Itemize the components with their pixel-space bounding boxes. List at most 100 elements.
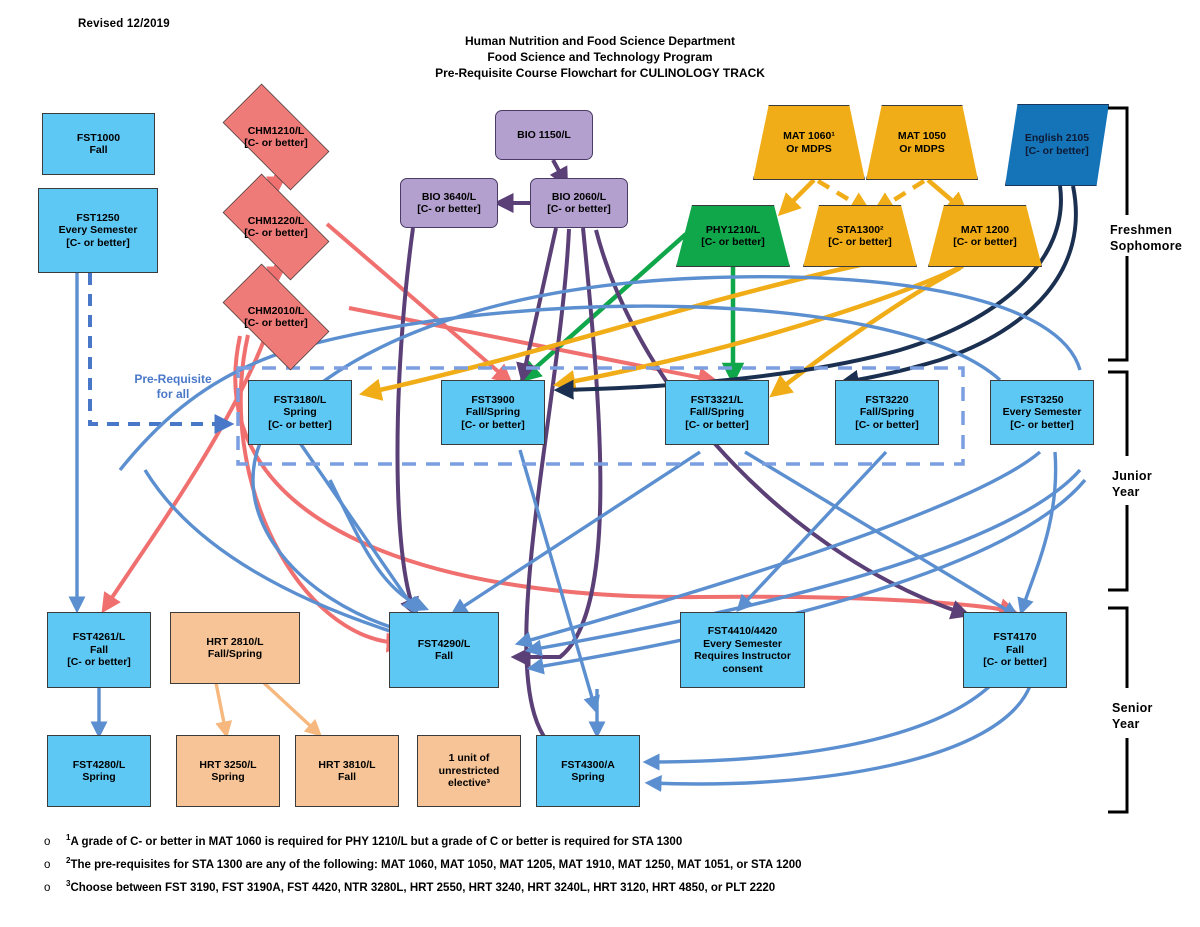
node-bio3640[interactable]: BIO 3640/L [C- or better] (400, 178, 498, 228)
node-fst4410-4420[interactable]: FST4410/4420 Every Semester Requires Ins… (680, 612, 805, 688)
title-line-3: Pre-Requisite Course Flowchart for CULIN… (435, 66, 765, 80)
node-english2105[interactable]: English 2105 [C- or better] (1005, 104, 1109, 186)
footnote-3-superscript: 3 (66, 879, 71, 888)
year-label-junior-line-2: Year (1112, 485, 1140, 499)
node-fst4300-line-1: Spring (571, 771, 605, 783)
node-fst4280-line-0: FST4280/L (72, 758, 126, 771)
node-mat1060-line-0: MAT 1060¹ (783, 130, 835, 142)
node-fst4290-line-0: FST4290/L (417, 637, 471, 650)
prereq-label-line-1: Pre-Requisite (134, 372, 212, 386)
node-chm2010[interactable]: CHM2010/L [C- or better] (208, 263, 344, 371)
node-fst3900[interactable]: FST3900 Fall/Spring [C- or better] (441, 380, 545, 445)
node-fst1250-line-0: FST1250 (76, 211, 120, 224)
node-fst3180[interactable]: FST3180/L Spring [C- or better] (248, 380, 352, 445)
node-fst4261[interactable]: FST4261/L Fall [C- or better] (47, 612, 151, 688)
node-fst3220-line-0: FST3220 (865, 393, 909, 406)
node-hrt3810-line-1: Fall (337, 771, 357, 783)
node-fst4410-line-1: Every Semester (703, 637, 782, 650)
node-chm1210[interactable]: CHM1210/L [C- or better] (208, 83, 344, 191)
node-chm1210-line-1: [C- or better] (244, 137, 308, 149)
node-fst4300[interactable]: FST4300/A Spring (536, 735, 640, 807)
node-fst4261-line-1: Fall (89, 643, 109, 656)
node-fst4290[interactable]: FST4290/L Fall (389, 612, 499, 688)
year-label-freshmen-line-1: Freshmen (1110, 223, 1173, 237)
node-elective-line-0: 1 unit of (448, 752, 490, 765)
node-bio2060[interactable]: BIO 2060/L [C- or better] (530, 178, 628, 228)
year-label-junior: Junior Year (1112, 468, 1152, 500)
node-fst4280-line-1: Spring (82, 771, 116, 783)
node-fst1000[interactable]: FST1000 Fall (42, 113, 155, 175)
node-fst4261-line-2: [C- or better] (67, 656, 131, 669)
node-hrt2810-line-0: HRT 2810/L (206, 635, 264, 648)
footnote-2-superscript: 2 (66, 856, 71, 865)
node-mat1200[interactable]: MAT 1200 [C- or better] (928, 205, 1042, 267)
node-unrestricted-elective[interactable]: 1 unit of unrestricted elective³ (417, 735, 521, 807)
node-chm1220-line-0: CHM1220/L (247, 214, 305, 227)
node-sta1300[interactable]: STA1300² [C- or better] (803, 205, 917, 267)
parallelogram-shape (1005, 104, 1109, 186)
node-fst3321-line-0: FST3321/L (690, 393, 744, 406)
node-fst1000-line-1: Fall (89, 144, 108, 156)
node-mat1050[interactable]: MAT 1050 Or MDPS (866, 105, 978, 180)
node-hrt3250-line-1: Spring (211, 771, 245, 783)
node-fst3220-line-2: [C- or better] (855, 418, 919, 431)
year-label-junior-line-1: Junior (1112, 469, 1152, 483)
node-fst3900-line-2: [C- or better] (461, 418, 525, 431)
node-chm1220-line-1: [C- or better] (244, 227, 308, 239)
node-mat1200-line-1: [C- or better] (953, 236, 1017, 248)
title-line-2: Food Science and Technology Program (487, 50, 713, 64)
year-label-freshmen: Freshmen Sophomore (1110, 222, 1182, 254)
node-fst3180-line-2: [C- or better] (268, 418, 332, 431)
node-fst3900-line-0: FST3900 (471, 393, 515, 406)
node-bio2060-line-0: BIO 2060/L (551, 190, 607, 203)
node-mat1060[interactable]: MAT 1060¹ Or MDPS (753, 105, 865, 180)
node-fst4280[interactable]: FST4280/L Spring (47, 735, 151, 807)
year-label-senior-line-2: Year (1112, 717, 1140, 731)
node-hrt3810[interactable]: HRT 3810/L Fall (295, 735, 399, 807)
page-title: Human Nutrition and Food Science Departm… (360, 33, 840, 81)
node-hrt3810-line-0: HRT 3810/L (318, 758, 376, 771)
node-hrt3250-line-0: HRT 3250/L (199, 758, 257, 771)
node-hrt3250[interactable]: HRT 3250/L Spring (176, 735, 280, 807)
node-bio1150[interactable]: BIO 1150/L (495, 110, 593, 160)
node-fst3220[interactable]: FST3220 Fall/Spring [C- or better] (835, 380, 939, 445)
node-fst4170[interactable]: FST4170 Fall [C- or better] (963, 612, 1067, 688)
footnote-1-text: A grade of C- or better in MAT 1060 is r… (70, 835, 683, 848)
trapezoid-shape (866, 105, 978, 180)
node-hrt2810-line-1: Fall/Spring (207, 648, 263, 660)
node-bio3640-line-1: [C- or better] (417, 203, 481, 215)
footnote-3-text: Choose between FST 3190, FST 3190A, FST … (70, 881, 776, 894)
node-fst4300-line-0: FST4300/A (561, 758, 615, 771)
node-fst3220-line-1: Fall/Spring (859, 406, 915, 419)
node-phy1210-line-1: [C- or better] (701, 236, 765, 248)
node-english2105-line-1: [C- or better] (1025, 145, 1089, 157)
node-phy1210[interactable]: PHY1210/L [C- or better] (676, 205, 790, 267)
node-fst1250-line-1: Every Semester (58, 224, 138, 237)
node-fst3321-line-1: Fall/Spring (689, 406, 745, 419)
node-fst4410-line-2: Requires Instructor (694, 650, 791, 662)
node-mat1200-line-0: MAT 1200 (960, 223, 1010, 236)
title-line-1: Human Nutrition and Food Science Departm… (464, 34, 736, 48)
node-fst4170-line-2: [C- or better] (983, 656, 1047, 669)
node-chm1220[interactable]: CHM1220/L [C- or better] (208, 173, 344, 281)
node-fst3250[interactable]: FST3250 Every Semester [C- or better] (990, 380, 1094, 445)
node-fst4290-line-1: Fall (434, 650, 454, 662)
node-fst3321[interactable]: FST3321/L Fall/Spring [C- or better] (665, 380, 769, 445)
node-hrt2810[interactable]: HRT 2810/L Fall/Spring (170, 612, 300, 684)
bracket-junior-bottom (1108, 505, 1129, 592)
bracket-freshmen-bottom (1108, 256, 1129, 362)
bracket-junior-top (1108, 370, 1129, 456)
node-chm2010-line-1: [C- or better] (244, 317, 308, 329)
node-fst1250[interactable]: FST1250 Every Semester [C- or better] (38, 188, 158, 273)
bracket-freshmen-top (1108, 106, 1129, 215)
node-bio1150-line-0: BIO 1150/L (517, 128, 571, 141)
node-fst1250-line-2: [C- or better] (66, 236, 130, 249)
year-label-senior: Senior Year (1112, 700, 1153, 732)
node-sta1300-line-1: [C- or better] (828, 236, 892, 248)
node-mat1060-line-1: Or MDPS (786, 142, 832, 155)
